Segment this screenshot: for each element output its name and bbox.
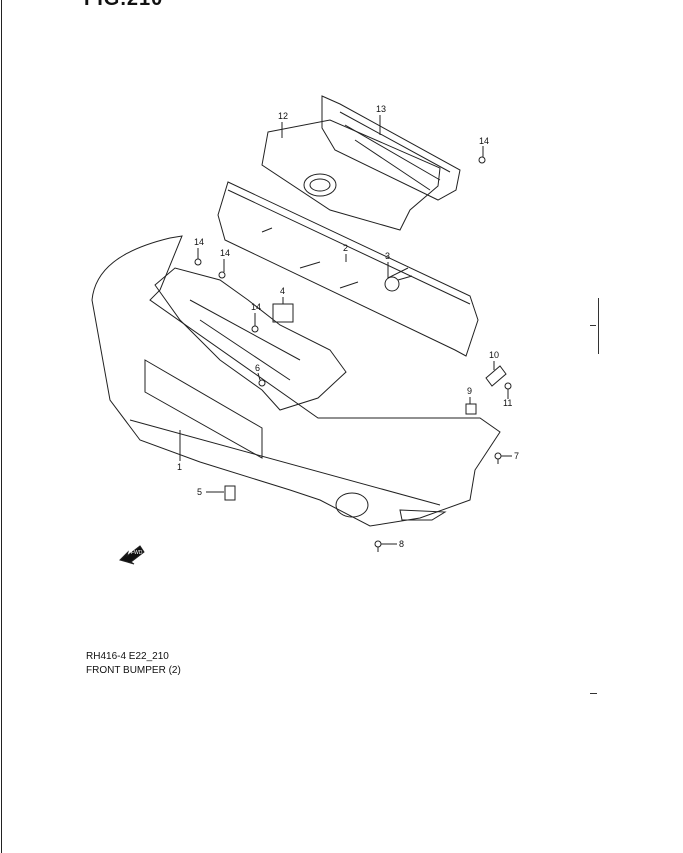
screw-part-11[interactable]	[504, 382, 512, 390]
callout-2: 2	[343, 243, 348, 253]
figure-code: RH416-4 E22_210	[86, 651, 169, 662]
callout-10: 10	[489, 350, 499, 360]
callout-9: 9	[467, 386, 472, 396]
clip-part-4[interactable]	[272, 303, 294, 323]
nut-part-9[interactable]	[465, 403, 477, 415]
figure-name: FRONT BUMPER (2)	[86, 665, 181, 676]
margin-mark	[590, 325, 596, 326]
fwd-label: FWD	[131, 550, 143, 556]
screws-part-14[interactable]	[194, 156, 486, 333]
callout-14: 14	[479, 136, 489, 146]
margin-mark	[590, 693, 597, 694]
callout-11: 11	[503, 398, 512, 408]
callout-8: 8	[399, 539, 404, 549]
callout-13: 13	[376, 104, 386, 114]
callout-14: 14	[220, 248, 230, 258]
bolt-part-5[interactable]	[224, 485, 236, 501]
screw-part-8[interactable]	[374, 540, 382, 552]
fastener-part-3[interactable]	[384, 275, 413, 292]
screw-part-7[interactable]	[494, 452, 502, 464]
callout-14: 14	[251, 302, 261, 312]
reinforcement-part-2[interactable]	[217, 181, 479, 357]
callout-1: 1	[177, 462, 182, 472]
bumper-bracket[interactable]	[154, 267, 347, 411]
callout-7: 7	[514, 451, 519, 461]
screw-part-6[interactable]	[258, 379, 266, 387]
margin-mark	[598, 298, 599, 354]
grille-part-12[interactable]	[261, 119, 441, 231]
callout-5: 5	[197, 487, 202, 497]
fwd-arrow-icon: FWD	[119, 545, 145, 565]
leader-lines	[179, 115, 512, 545]
callout-14: 14	[194, 237, 204, 247]
figure-title: FIG.210	[84, 0, 163, 11]
grille-bracket-part-13[interactable]	[321, 95, 461, 201]
callout-6: 6	[255, 363, 260, 373]
bracket-part-10[interactable]	[485, 365, 507, 387]
bumper-cover-part-1[interactable]	[91, 235, 501, 527]
callout-12: 12	[278, 111, 288, 121]
callout-4: 4	[280, 286, 285, 296]
callout-3: 3	[385, 251, 390, 261]
